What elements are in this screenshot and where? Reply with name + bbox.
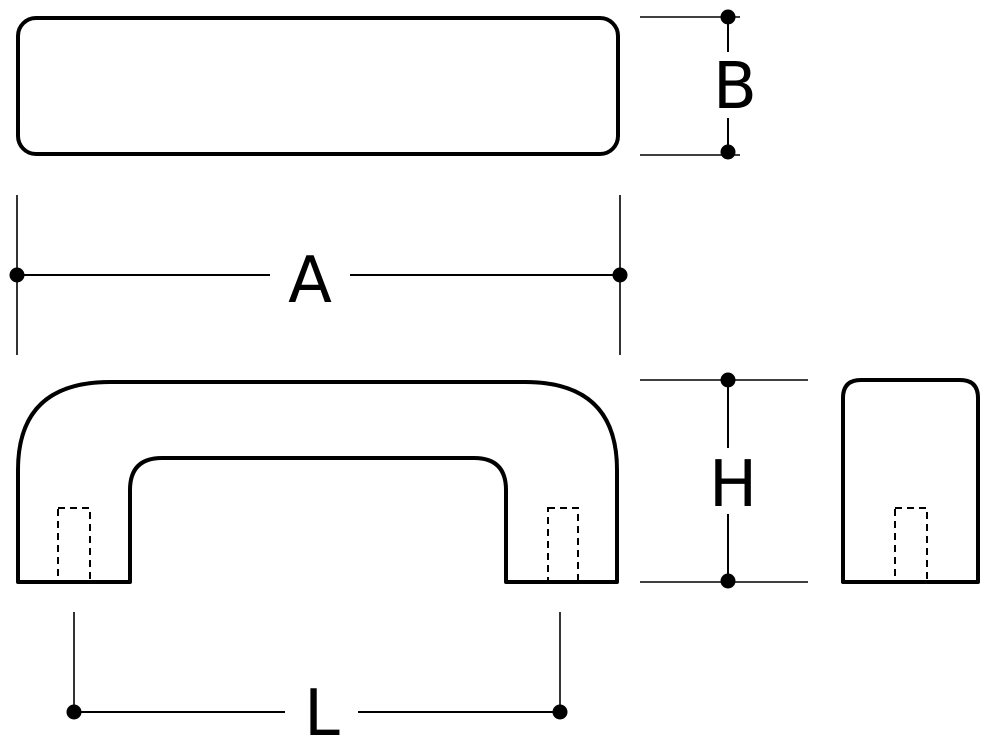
- dimension-l-dot-right: [552, 704, 568, 720]
- side-view-thread-hole: [894, 507, 928, 583]
- top-view: [16, 16, 620, 156]
- dimension-b-label: B: [713, 50, 757, 124]
- dimension-b-dot-top: [720, 9, 736, 25]
- front-view-right-thread-hole: [547, 507, 579, 583]
- front-view: [16, 380, 619, 584]
- dimension-h-dot-top: [720, 372, 736, 388]
- dimension-a-label: A: [288, 244, 332, 318]
- dimension-l-dot-left: [66, 704, 82, 720]
- top-view-outline: [16, 16, 620, 156]
- dimension-b-dot-bottom: [720, 144, 736, 160]
- front-view-left-thread-hole: [57, 507, 91, 583]
- dimension-a-dot-left: [9, 267, 25, 283]
- dimension-a-dot-right: [612, 267, 628, 283]
- dimension-h: H: [640, 372, 808, 589]
- dimension-l-label: L: [304, 677, 340, 745]
- front-view-outline: [16, 380, 619, 584]
- side-view-outline: [841, 378, 980, 584]
- side-view: [841, 378, 980, 584]
- dimension-b: B: [640, 9, 757, 160]
- dimension-l: L: [66, 612, 568, 745]
- dimension-h-label: H: [709, 448, 757, 522]
- dimension-h-dot-bottom: [720, 573, 736, 589]
- dimension-a: A: [9, 195, 628, 355]
